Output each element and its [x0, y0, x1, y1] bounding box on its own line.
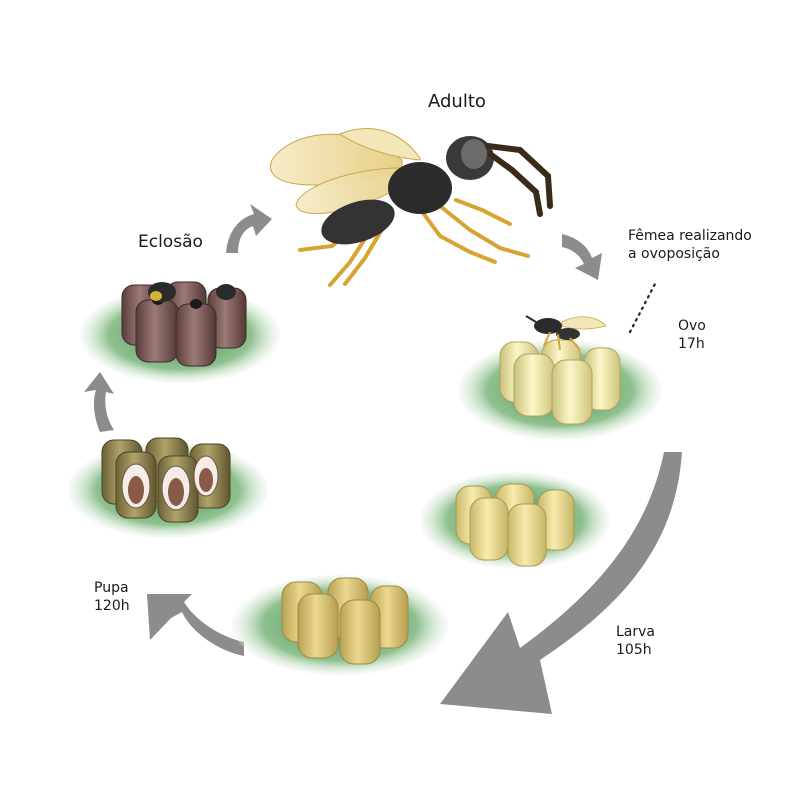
wasp-wing-front: [295, 167, 413, 215]
label-eclosion: Eclosão: [138, 232, 203, 252]
cycle-arrows: [84, 204, 682, 714]
late-larva-cluster: [232, 575, 448, 675]
label-pupa-name: Pupa: [94, 580, 129, 596]
label-egg-name: Ovo: [678, 318, 706, 334]
eclosion-cluster: [80, 281, 280, 383]
larva-cluster: [420, 472, 610, 568]
arrow-eclosion-to-adult: [226, 204, 272, 253]
arrow-larva-big: [440, 452, 682, 714]
label-larva-name: Larva: [616, 624, 655, 640]
label-larva: Larva 105h: [616, 624, 655, 659]
label-oviposition: Fêmea realizando a ovoposição: [628, 228, 752, 263]
label-larva-time: 105h: [616, 641, 652, 658]
arrow-larva-to-pupa: [147, 594, 244, 656]
ovipositing-wasp: [525, 315, 607, 351]
pupa-cluster: [68, 437, 268, 538]
wasp-abdomen: [321, 199, 395, 245]
label-oviposition-line2: a ovoposição: [628, 245, 720, 262]
wasp-eye: [461, 139, 487, 169]
wasp-wing-top: [338, 128, 421, 161]
egg-cluster: [458, 315, 662, 440]
wasp-thorax: [388, 162, 452, 214]
label-egg-time: 17h: [678, 335, 705, 352]
label-egg: Ovo 17h: [678, 318, 706, 353]
label-pupa: Pupa 120h: [94, 580, 130, 615]
arrow-adult-to-oviposition: [562, 234, 602, 280]
label-adult: Adulto: [428, 91, 486, 112]
label-oviposition-line1: Fêmea realizando: [628, 228, 752, 244]
oviposition-pointer-dots: [628, 280, 658, 334]
adult-wasp: [270, 128, 553, 287]
label-pupa-time: 120h: [94, 597, 130, 614]
arrow-pupa-to-eclosion: [84, 372, 114, 432]
